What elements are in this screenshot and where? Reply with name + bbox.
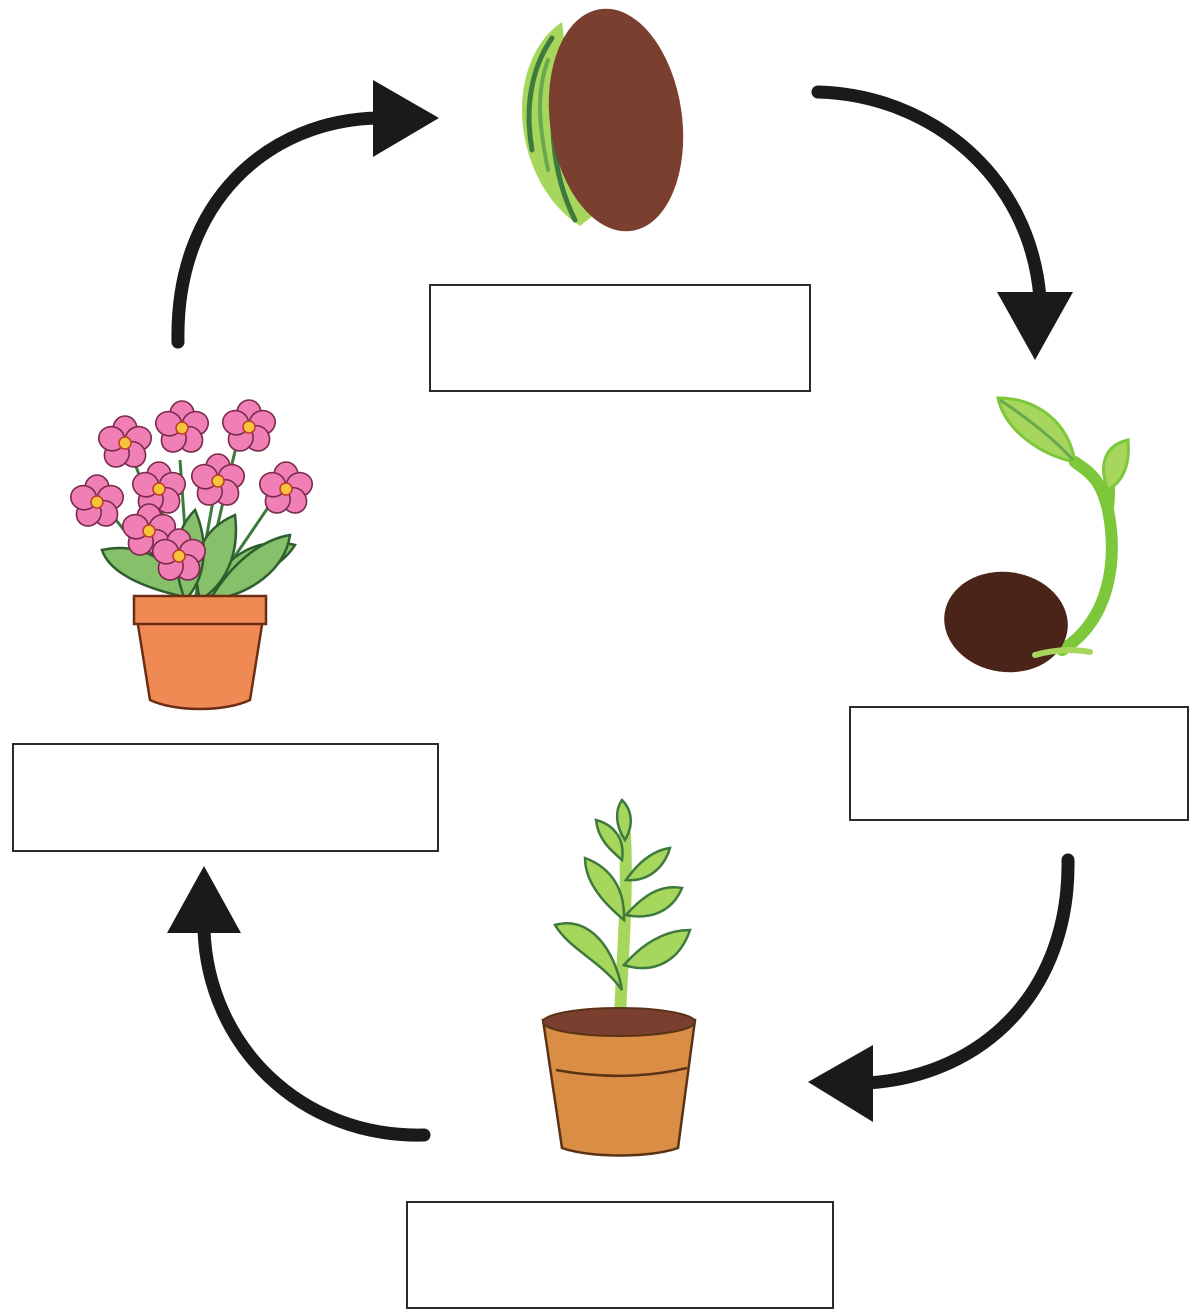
potted-seedling-icon (541, 798, 697, 1157)
label-box-seed[interactable] (429, 284, 811, 392)
label-box-flowering-plant[interactable] (12, 743, 439, 852)
germinating-seed-icon (522, 8, 684, 232)
arrow-seed-to-sprout (811, 85, 1073, 360)
label-box-young-plant[interactable] (406, 1201, 834, 1309)
label-box-sprout[interactable] (849, 706, 1189, 821)
arrow-young-plant-to-flowering (167, 866, 431, 1142)
flowering-pot-icon (66, 399, 317, 711)
arrow-flowering-to-seed (171, 80, 439, 349)
sprout-icon (944, 396, 1130, 673)
arrow-sprout-to-young-plant (808, 853, 1075, 1122)
